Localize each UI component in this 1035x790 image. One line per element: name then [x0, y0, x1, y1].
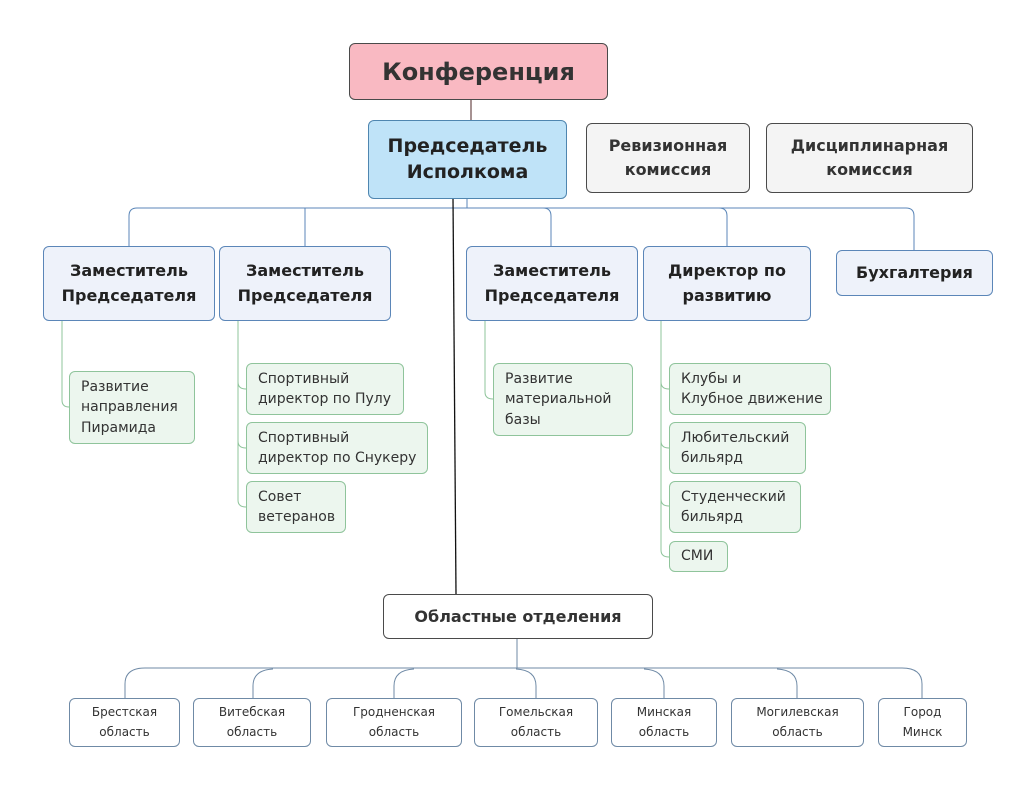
connector-dept2-leaves [237, 321, 247, 508]
leaf-clubs-movement[interactable]: Клубы и Клубное движение [669, 363, 831, 415]
conference-node[interactable]: Конференция [349, 43, 608, 100]
region-minsk-oblast[interactable]: Минская область [611, 698, 717, 747]
region-vitebsk[interactable]: Витебская область [193, 698, 311, 747]
region-gomel[interactable]: Гомельская область [474, 698, 598, 747]
connector-dept1-leaves [61, 321, 70, 408]
leaf-student-billiards[interactable]: Студенческий бильярд [669, 481, 801, 533]
leaf-material-base-development[interactable]: Развитие материальной базы [493, 363, 633, 436]
audit-commission-node[interactable]: Ревизионная комиссия [586, 123, 750, 193]
region-brest[interactable]: Брестская область [69, 698, 180, 747]
leaf-veterans-council[interactable]: Совет ветеранов [246, 481, 346, 533]
department-development-director[interactable]: Директор по развитию [643, 246, 811, 321]
department-deputy-1[interactable]: Заместитель Председателя [43, 246, 215, 321]
connector-chair-regional [452, 197, 457, 595]
connector-dept4-leaves [660, 321, 670, 558]
leaf-amateur-billiards[interactable]: Любительский бильярд [669, 422, 806, 474]
region-grodno[interactable]: Гродненская область [326, 698, 462, 747]
leaf-pyramid-development[interactable]: Развитие направления Пирамида [69, 371, 195, 444]
connector-dept3-leaves [484, 321, 494, 400]
chairman-node[interactable]: Председатель Исполкома [368, 120, 567, 199]
leaf-media[interactable]: СМИ [669, 541, 728, 572]
connector-dept-bus [128, 207, 915, 250]
regional-branches-node[interactable]: Областные отделения [383, 594, 653, 639]
connector-regional-bus [124, 639, 923, 698]
leaf-snooker-sports-director[interactable]: Спортивный директор по Снукеру [246, 422, 428, 474]
department-accounting[interactable]: Бухгалтерия [836, 250, 993, 296]
leaf-pool-sports-director[interactable]: Спортивный директор по Пулу [246, 363, 404, 415]
disciplinary-commission-node[interactable]: Дисциплинарная комиссия [766, 123, 973, 193]
department-deputy-2[interactable]: Заместитель Председателя [219, 246, 391, 321]
department-deputy-3[interactable]: Заместитель Председателя [466, 246, 638, 321]
region-mogilev[interactable]: Могилевская область [731, 698, 864, 747]
region-minsk-city[interactable]: Город Минск [878, 698, 967, 747]
